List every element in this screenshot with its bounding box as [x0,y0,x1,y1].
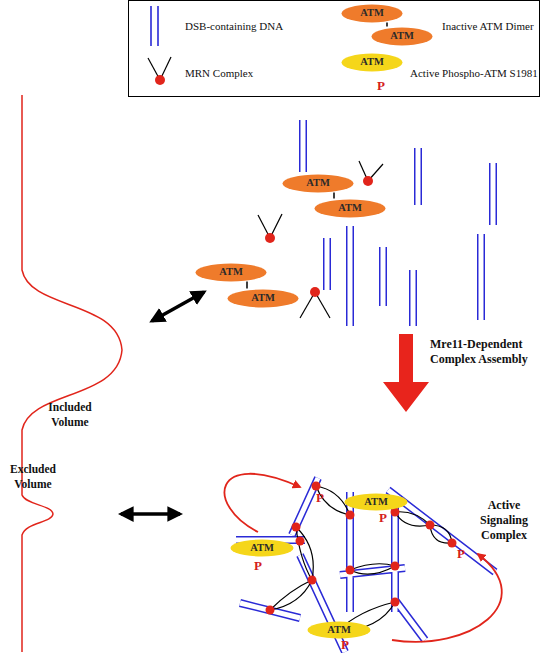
protein-ellipse [372,27,433,45]
protein-name: ATM [230,539,294,557]
mre11-dot [426,521,435,530]
inactive-atm: ATM [227,289,299,308]
annotation: Active Signaling Complex [472,498,536,543]
legend-text: MRN Complex [185,66,253,80]
protein-ellipse [315,199,386,217]
protein-ellipse [345,494,408,511]
legend-frame [129,1,540,97]
inactive-atm: ATM [314,199,386,218]
dna-strand-gap [236,478,495,652]
protein-name: ATM [314,199,386,218]
phospho-mark: P [335,638,355,652]
inactive-atm: ATM [282,174,354,193]
phospho-mark: P [451,547,471,561]
mre11-dot [391,598,400,607]
protein-ellipse [196,263,267,281]
mre11-dot [391,562,400,571]
mre11-dot [310,287,320,297]
dna-strand-gap [303,120,493,326]
dna-symbol [151,6,158,46]
double-arrow [152,292,204,321]
phospho-mark: P [248,559,268,573]
inactive-atm: ATM [341,4,403,23]
double-arrow [121,512,180,516]
mre11-dot [292,523,301,532]
mre11-dot [155,75,165,85]
feedback-arrow [225,474,300,532]
feedback-arrow [392,554,502,642]
mrn-bridge [270,486,452,632]
annotation: Included Volume [40,400,100,430]
phospho-mark: P [371,79,391,93]
inactive-atm: ATM [195,263,267,282]
protein-ellipse [342,53,403,71]
inactive-atm: ATM [371,27,433,46]
legend-text: DSB-containing DNA [185,19,283,33]
mre11-dot [448,539,457,548]
mre11-dot [312,482,321,491]
annotation: Excluded Volume [2,462,64,492]
mre11-dot [265,233,275,243]
protein-name: ATM [307,621,371,639]
protein-name: ATM [341,53,403,72]
protein-ellipse [342,4,403,22]
phospho-mark: P [310,491,330,505]
legend-text: Active Phospho-ATM S1981 [410,66,538,80]
protein-name: ATM [344,493,408,511]
protein-name: ATM [371,27,433,46]
protein-ellipse [283,174,354,192]
active-atm: ATM [230,539,294,557]
protein-name: ATM [282,174,354,193]
active-atm: ATM [307,621,371,639]
phospho-mark: P [373,511,393,525]
mre11-dot [363,176,373,186]
protein-ellipse [231,540,294,557]
mre11-dot [346,511,355,520]
mre11-dots [266,482,457,637]
protein-ellipse [308,622,371,639]
mre11-dot [296,537,305,546]
protein-name: ATM [195,263,267,282]
mrn-symbol [148,57,171,85]
dimer-link [246,282,248,289]
legend-text: Inactive ATM Dimer [442,19,534,33]
dna-strand [303,120,493,326]
mre11-dot [308,576,317,585]
dna-strand [150,6,152,46]
active-atm: ATM [341,53,403,72]
dna-network [236,478,495,652]
active-atm: ATM [344,493,408,511]
annotation: Mre11-Dependent Complex Assembly [430,337,540,367]
mre11-dot [346,566,355,575]
dimer-link [333,193,335,199]
dimer-link [386,23,388,27]
protein-name: ATM [341,4,403,23]
assembly-arrow [383,334,429,412]
protein-name: ATM [227,289,299,308]
protein-ellipse [228,289,299,307]
mre11-dot [266,606,275,615]
dna-strand [157,6,159,46]
elution-curve [22,95,122,652]
